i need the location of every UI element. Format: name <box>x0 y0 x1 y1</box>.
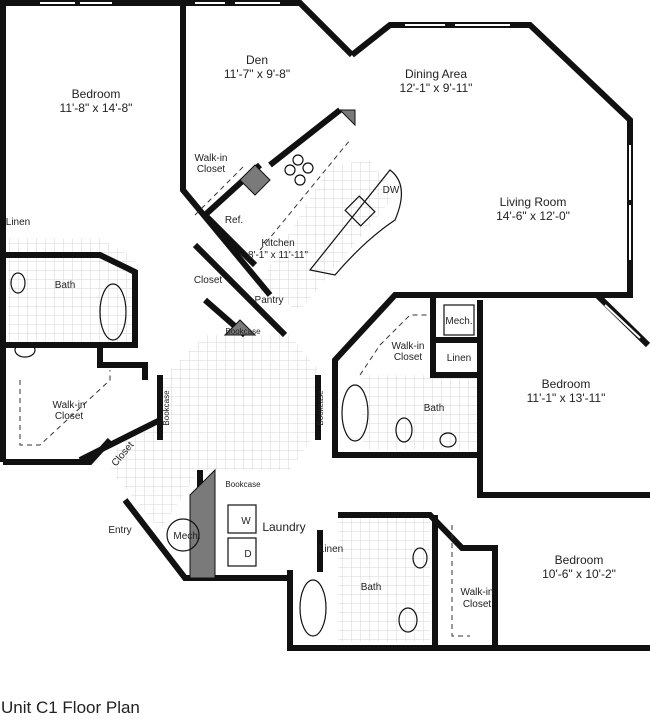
toilet-left <box>14 342 36 358</box>
walkin-left-label-2: Closet <box>55 411 84 422</box>
bedroom-1-name: Bedroom <box>72 87 121 101</box>
windows <box>40 2 641 339</box>
bedroom-3-name: Bedroom <box>555 553 604 567</box>
bookcase-top-label: Bookcase <box>225 327 261 336</box>
closet-hall-label: Closet <box>194 275 223 286</box>
kitchen-size: 8'-1" x 11'-11" <box>248 250 308 261</box>
living-name: Living Room <box>500 195 567 209</box>
dryer-label: D <box>244 549 251 560</box>
bookcase-right-label: Bookcase <box>316 390 325 426</box>
bookcase-left-label: Bookcase <box>162 390 171 426</box>
washer <box>227 504 257 534</box>
room-labels: Bedroom 11'-8" x 14'-8" Den 11'-7" x 9'-… <box>6 53 616 610</box>
bedroom-2-size: 11'-1" x 13'-11" <box>527 391 606 405</box>
kitchen-island <box>308 169 402 276</box>
dining-size: 12'-1" x 9'-11" <box>400 81 473 95</box>
dryer <box>227 537 257 567</box>
linen-right-label: Linen <box>447 353 471 364</box>
bathtub-right <box>341 384 369 442</box>
bathtub-bottom <box>299 579 327 637</box>
linen-bottom-label: Linen <box>319 544 343 555</box>
living-size: 14'-6" x 12'-0" <box>496 209 570 223</box>
sink-bottom <box>412 547 428 569</box>
shaded-blocks <box>189 109 356 579</box>
linen-left-label: Linen <box>6 217 30 228</box>
pantry-label: Pantry <box>255 295 284 306</box>
mech-right-label: Mech. <box>445 316 472 327</box>
fixtures <box>10 139 475 637</box>
bookcase-bottom-label: Bookcase <box>225 480 261 489</box>
bath-left-label: Bath <box>55 280 76 291</box>
mech-box <box>443 304 475 336</box>
bath-bottom-label: Bath <box>361 582 382 593</box>
dining-name: Dining Area <box>405 67 467 81</box>
kitchen-name: Kitchen <box>261 238 294 249</box>
kitchen-sink <box>344 195 376 227</box>
stove-icon <box>284 154 314 186</box>
bath-right-label: Bath <box>424 403 445 414</box>
walkin-left-label-1: Walk-in <box>53 400 86 411</box>
toilet-right <box>395 417 413 443</box>
bathtub-left <box>99 283 127 341</box>
washer-label: W <box>241 516 251 527</box>
den-walkin-label-2: Closet <box>197 164 226 175</box>
den-size: 11'-7" x 9'-8" <box>224 67 290 81</box>
walkin-right-label-1: Walk-in <box>392 341 425 352</box>
entry-label: Entry <box>108 525 131 536</box>
tile-floors <box>8 160 480 642</box>
toilet-bottom <box>398 607 418 633</box>
den-name: Den <box>246 53 268 67</box>
laundry-label: Laundry <box>262 520 305 534</box>
bedroom-3-size: 10'-6" x 10'-2" <box>542 567 616 581</box>
sink-right <box>439 432 457 448</box>
bedroom-2-name: Bedroom <box>542 377 591 391</box>
walkin-bottom-label-2: Closet <box>463 599 492 610</box>
sink-left <box>10 272 26 294</box>
walls <box>0 0 650 651</box>
walkin-bottom-label-1: Walk-in <box>461 587 494 598</box>
ref-label: Ref. <box>225 215 243 226</box>
dw-label: DW <box>383 185 400 196</box>
walkin-right-label-2: Closet <box>394 352 423 363</box>
floor-plan-title: Unit C1 Floor Plan <box>1 698 140 717</box>
mech-entry-label: Mech. <box>173 531 200 542</box>
bedroom-1-size: 11'-8" x 14'-8" <box>60 101 133 115</box>
mech-unit <box>166 518 200 552</box>
den-walkin-label-1: Walk-in <box>195 153 228 164</box>
